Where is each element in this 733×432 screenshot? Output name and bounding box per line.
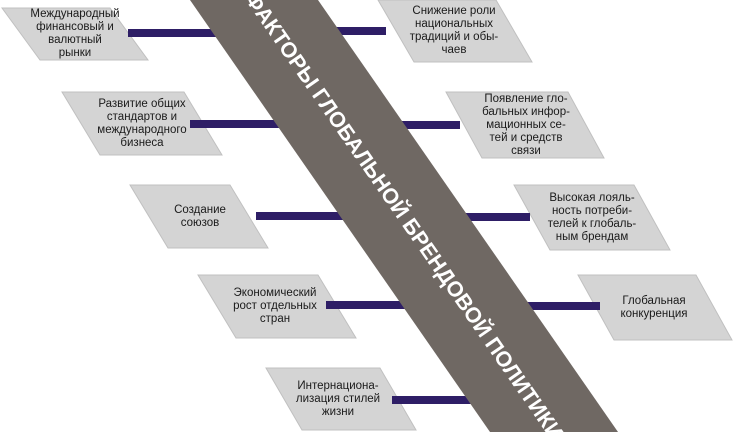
factor-box-r2	[445, 91, 605, 159]
factor-label-l2: Развитие общих стандартов и международно…	[97, 97, 187, 149]
factor-label-r4: Глобальная конкуренция	[620, 294, 688, 320]
factor-label-r1: Снижение роли национальных традиций и об…	[409, 5, 499, 56]
factor-box-r4	[577, 274, 733, 341]
factor-label-r3: Высокая лояль- ность потреби- телей к гл…	[547, 191, 637, 243]
factor-box-l4	[197, 274, 357, 339]
factor-box-l5	[265, 367, 417, 431]
factor-box-l2	[61, 91, 223, 156]
factor-label-l4: Экономический рост отдельных стран	[233, 287, 317, 325]
factor-box-r1	[377, 0, 533, 63]
factor-label-l3: Создание союзов	[174, 203, 226, 229]
factor-label-r2: Появление гло- бальных инфор- мационных …	[482, 92, 570, 157]
factor-box-r3	[513, 184, 671, 251]
factor-label-l1: Международный финансовый и валютный рынк…	[30, 8, 120, 59]
factor-label-l5: Интернациона- лизация стилей жизни	[295, 379, 381, 418]
central-band	[190, 0, 618, 432]
factor-box-l3	[129, 184, 269, 249]
factor-box-l1	[1, 7, 149, 61]
